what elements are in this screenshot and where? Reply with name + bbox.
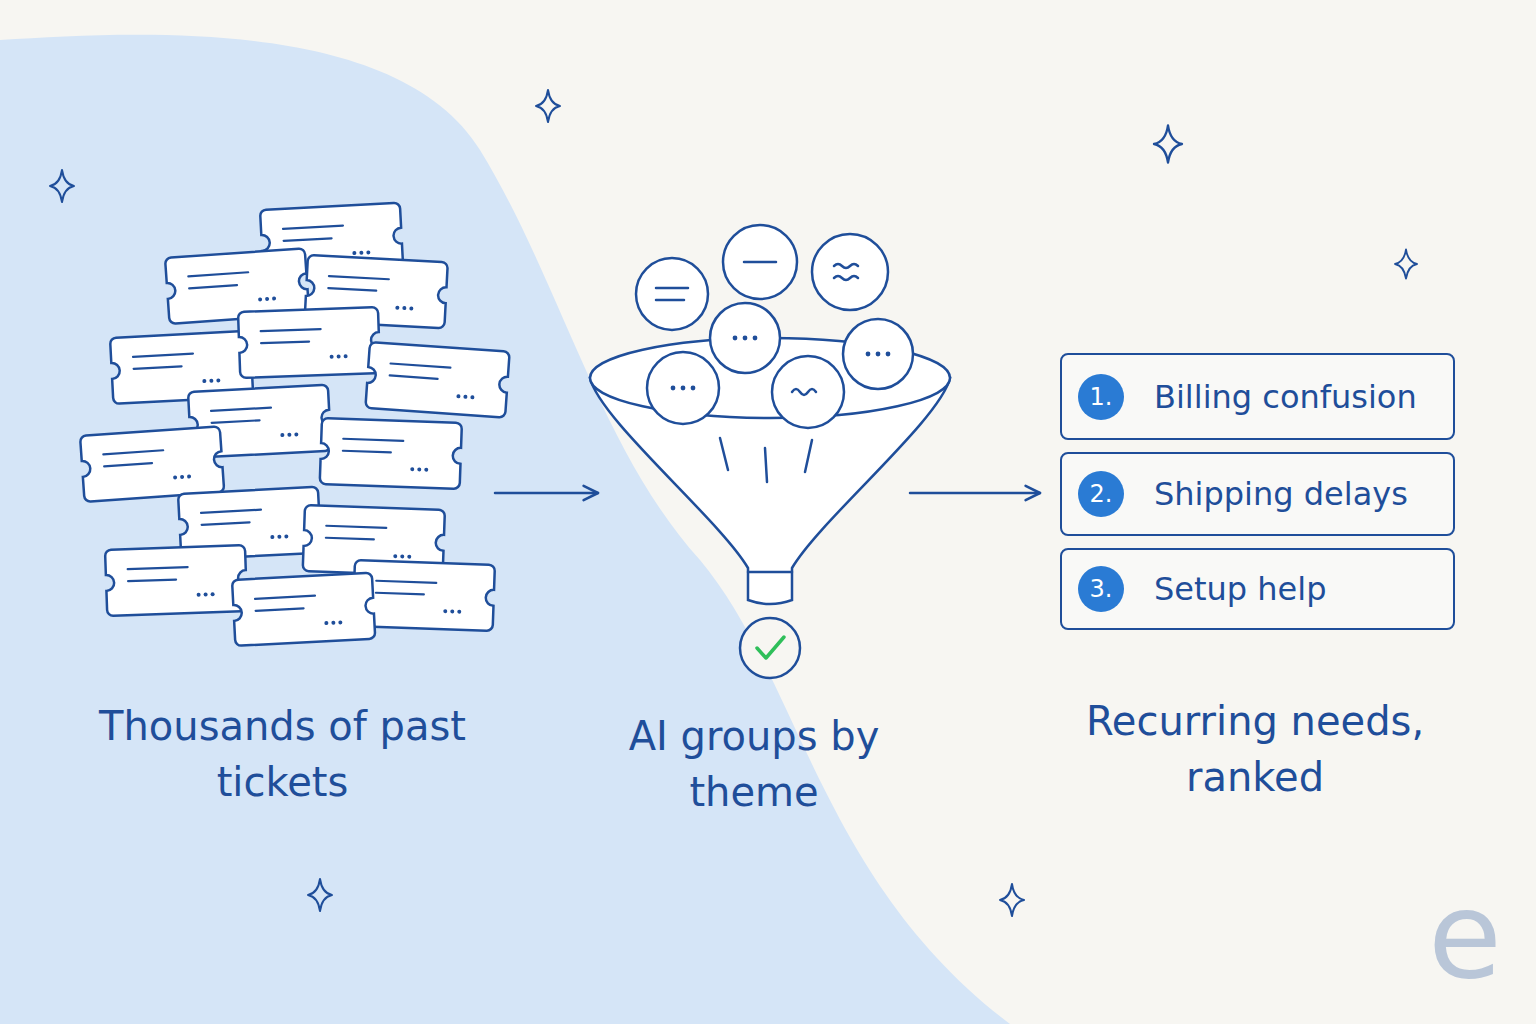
flow-arrow	[910, 492, 1040, 495]
stage-caption: AI groups by theme	[598, 708, 910, 820]
theme-funnel: AI groups by theme	[598, 220, 910, 820]
rank-number: 1.	[1078, 374, 1124, 420]
ticket-pile: Thousands of past tickets	[70, 200, 495, 810]
ranked-list: Recurring needs, ranked 1. Billing confusi…	[1040, 345, 1470, 805]
caption-text: Recurring needs, ranked	[1086, 698, 1424, 800]
caption-text: AI groups by theme	[629, 713, 880, 815]
list-item: 2. Shipping delays	[1060, 452, 1455, 536]
need-text: Setup help	[1154, 570, 1326, 608]
rank-number: 2.	[1078, 471, 1124, 517]
flow-arrow	[495, 492, 598, 495]
need-text: Billing confusion	[1154, 378, 1417, 416]
caption-text: Thousands of past tickets	[99, 703, 466, 805]
funnel	[590, 225, 950, 678]
ticket-stack	[80, 203, 510, 646]
watermark: e	[1428, 876, 1502, 996]
need-text: Shipping delays	[1154, 475, 1408, 513]
list-item: 3. Setup help	[1060, 548, 1455, 630]
blue-blob	[0, 35, 1010, 1024]
funnel-dots	[671, 336, 891, 391]
rank-number: 3.	[1078, 566, 1124, 612]
stage-caption: Thousands of past tickets	[70, 698, 495, 810]
stage-caption: Recurring needs, ranked	[1040, 693, 1470, 805]
list-item: 1. Billing confusion	[1060, 353, 1455, 440]
